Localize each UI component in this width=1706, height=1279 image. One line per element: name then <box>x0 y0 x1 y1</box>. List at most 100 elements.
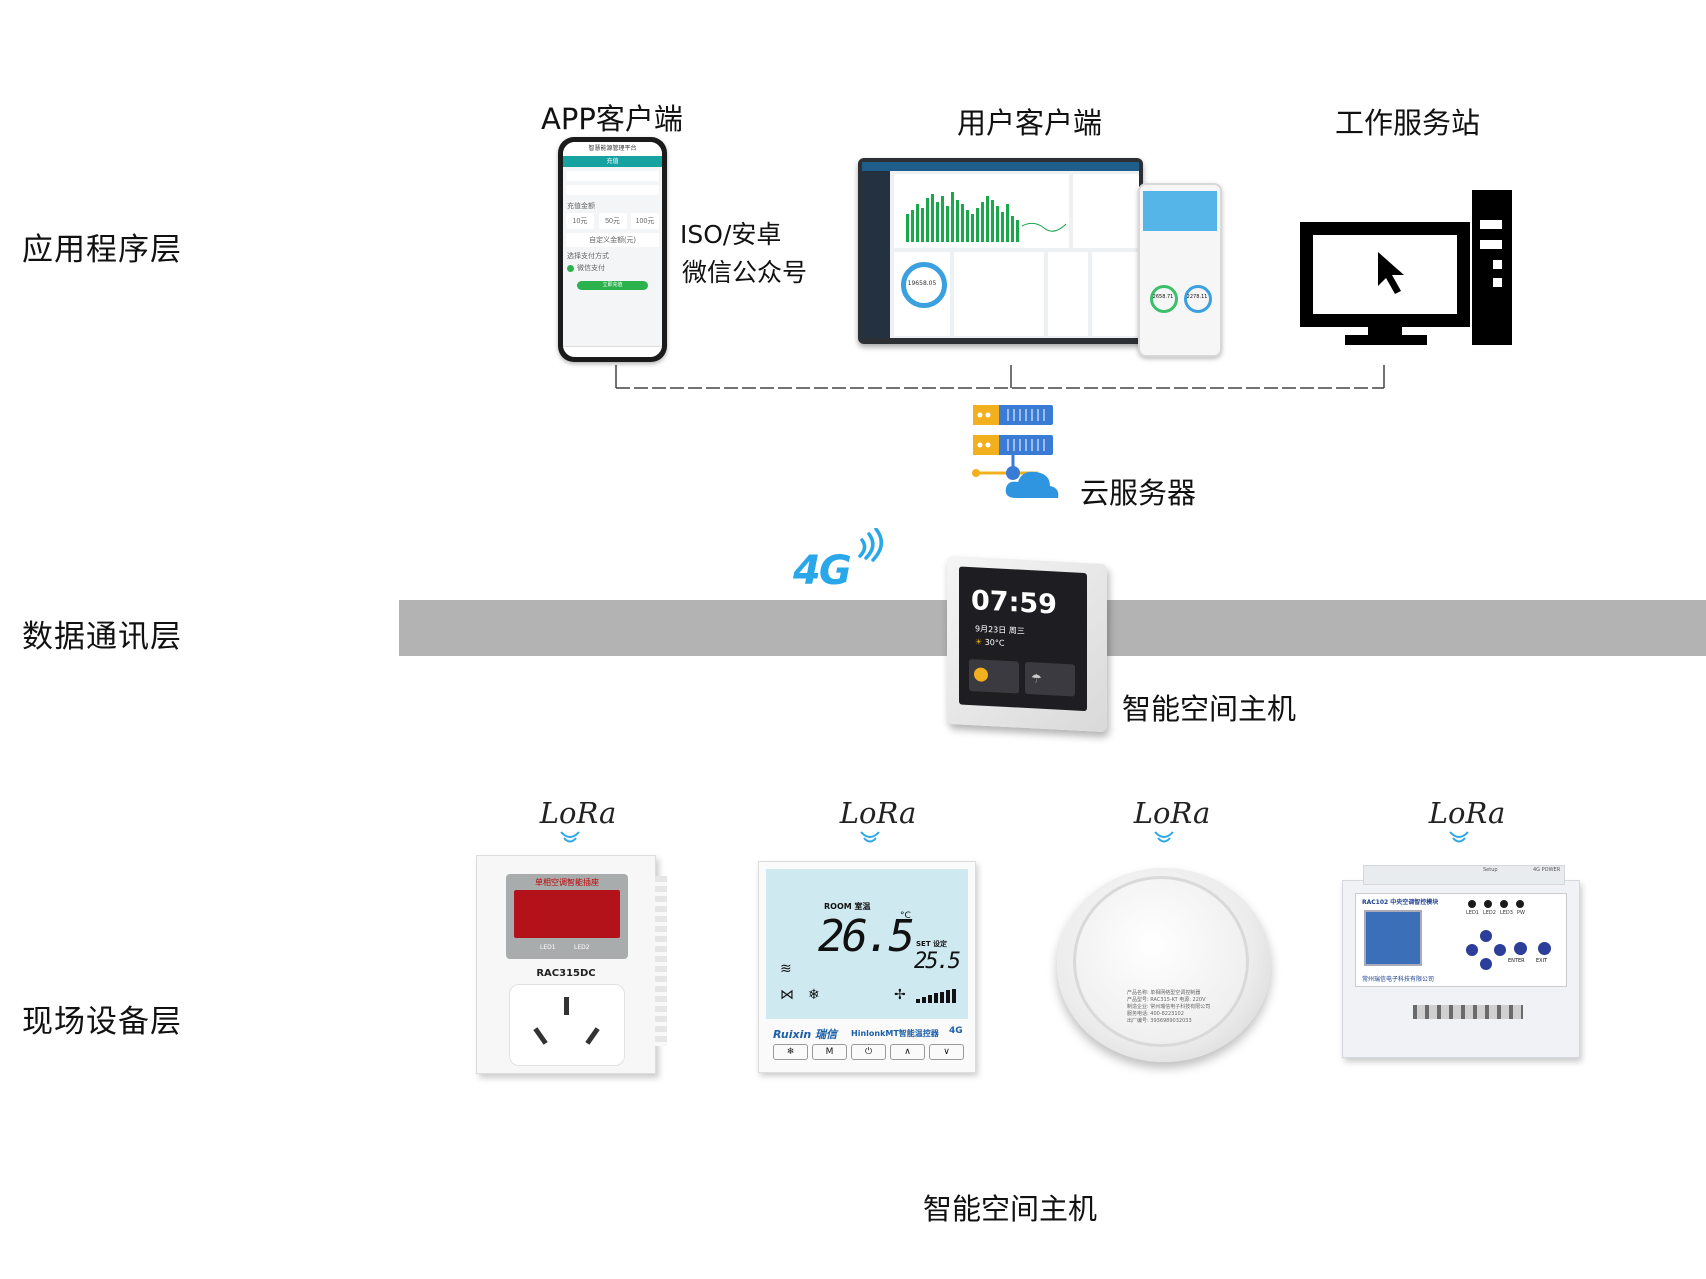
module-led-label: PW <box>1516 910 1525 916</box>
client-connector-lines <box>615 365 1385 389</box>
phone-amount-option[interactable]: 100元 <box>631 213 659 229</box>
thermostat-power-button[interactable]: ⏻ <box>851 1044 886 1060</box>
cloud-server-label: 云服务器 <box>1080 476 1197 510</box>
round-sensor: 产品名称: 单相网络型空调控制器 产品型号: RAC315-KT 电源: 220… <box>1057 868 1271 1062</box>
app-client-title: APP客户端 <box>541 102 683 136</box>
sensor-label-line: 制造企业: 常州瑞信电子科技有限公司 <box>1127 1004 1211 1010</box>
thermostat-product: HinlonkMT智能温控器 <box>851 1029 939 1038</box>
gauge-panel: 19658.05 <box>894 252 950 336</box>
lora-label: LoRa <box>839 796 917 830</box>
module-lcd <box>1364 910 1422 966</box>
host-date: 9月23日 周三 <box>975 624 1025 636</box>
socket-display <box>514 890 620 938</box>
lora-tag-sensor: LoRa <box>1127 796 1217 848</box>
thermostat-down-button[interactable]: ∨ <box>929 1044 964 1060</box>
module-key-left[interactable] <box>1466 944 1478 956</box>
tablet-gauge-value: 2278.11 <box>1186 294 1208 300</box>
thermostat-up-button[interactable]: ∧ <box>890 1044 925 1060</box>
tablet-gauge-value: 2658.71 <box>1152 294 1174 300</box>
module-exit-label: EXIT <box>1536 958 1548 964</box>
phone-screen: 智慧能源管理平台 充值 充值金额 10元 50元 100元 自定义金额(元) 选… <box>563 142 662 357</box>
workstation-title: 工作服务站 <box>1335 106 1481 140</box>
stats-panel <box>1073 174 1139 248</box>
module-power-label: 4G POWER <box>1533 867 1561 873</box>
app-channel-label: 微信公众号 <box>682 258 808 287</box>
module-key-up[interactable] <box>1480 930 1492 942</box>
socket-model: RAC315DC <box>536 968 596 979</box>
snowflake-icon: ❄ <box>808 987 820 1003</box>
host-label: 智能空间主机 <box>1122 692 1297 726</box>
field-devices-caption: 智能空间主机 <box>923 1192 1098 1226</box>
socket-title: 单相空调智能插座 <box>535 878 599 887</box>
set-temperature: 25.5 <box>914 949 961 974</box>
module-title: RAC102 中央空调智控模块 <box>1362 899 1439 906</box>
device-panel <box>1092 252 1139 336</box>
alarm-panel <box>1048 252 1088 336</box>
room-unit: °C <box>900 911 911 921</box>
desktop-dashboard: 19658.05 <box>858 158 1143 344</box>
sensor-label-line: 产品型号: RAC315-KT 电源: 220V <box>1127 997 1206 1003</box>
layer-label-communication: 数据通讯层 <box>22 619 182 655</box>
user-client-title: 用户客户端 <box>957 106 1103 140</box>
room-label: ROOM <box>824 902 852 911</box>
fan-speed-bars-icon <box>916 989 956 1003</box>
smart-thermostat: ROOM 室温 26.5 °C SET 设定 25.5 ≋ ⋈ ❄ ✢ Ruix… <box>758 861 976 1073</box>
sensor-label-line: 服务电话: 400-8223102 <box>1127 1011 1184 1017</box>
module-key-down[interactable] <box>1480 958 1492 970</box>
lora-wave-icon <box>1154 831 1174 843</box>
module-terminals <box>1413 1005 1523 1019</box>
wechat-icon <box>567 264 574 272</box>
phone-amount-option[interactable]: 50元 <box>598 213 627 229</box>
app-os-label: ISO/安卓 <box>680 220 782 249</box>
energy-bar-chart <box>906 192 1067 242</box>
host-temp: 30°C <box>984 637 1005 648</box>
din-rail-module: Setup 4G POWER RAC102 中央空调智控模块 LED1 LED2… <box>1342 865 1580 1058</box>
module-led-label: LED2 <box>1482 910 1496 916</box>
host-weather: ☀ 30°C <box>975 637 1004 648</box>
module-setup-label: Setup <box>1483 867 1498 873</box>
socket-led2: LED2 <box>574 944 590 951</box>
host-screen: 07:59 9月23日 周三 ☀ 30°C ☂ <box>959 566 1087 712</box>
energy-chart-panel <box>894 174 1069 248</box>
thermostat-fan-button[interactable]: ❄ <box>773 1044 808 1060</box>
phone-confirm-button[interactable]: 立即充值 <box>577 281 648 290</box>
module-exit-button[interactable] <box>1538 942 1551 955</box>
sun-icon: ☀ <box>975 637 983 647</box>
phone-pay-title: 选择支付方式 <box>567 253 609 260</box>
lora-wave-icon <box>860 831 880 843</box>
cloud-server-icon <box>972 405 1059 498</box>
smart-socket: 单相空调智能插座 LED1 LED2 RAC315DC <box>476 855 667 1074</box>
module-led-indicator <box>1468 900 1476 908</box>
module-enter-label: ENTER <box>1508 958 1525 964</box>
phone-custom-amount[interactable]: 自定义金额(元) <box>566 233 659 247</box>
thermostat-mode-button[interactable]: M <box>812 1044 847 1060</box>
thermostat-lcd: ROOM 室温 26.5 °C SET 设定 25.5 ≋ ⋈ ❄ ✢ <box>766 869 968 1019</box>
host-mode-icon[interactable] <box>974 667 988 682</box>
lora-label: LoRa <box>1133 796 1211 830</box>
dashboard-sidebar <box>862 171 890 338</box>
gauge-value: 19658.05 <box>907 280 937 287</box>
lora-wave-icon <box>1449 831 1469 843</box>
module-enter-button[interactable] <box>1514 942 1527 955</box>
set-label: SET <box>916 940 931 948</box>
module-led-indicator <box>1516 900 1524 908</box>
fan-icon: ✢ <box>894 987 906 1003</box>
layer-label-application: 应用程序层 <box>22 232 182 268</box>
lora-label: LoRa <box>539 796 617 830</box>
module-led-label: LED3 <box>1499 910 1513 916</box>
module-led-indicator <box>1484 900 1492 908</box>
thermostat-network: 4G <box>949 1026 963 1036</box>
workstation-icon <box>1300 190 1512 345</box>
module-led-indicator <box>1500 900 1508 908</box>
set-label-cn: 设定 <box>933 940 948 948</box>
module-key-right[interactable] <box>1494 944 1506 956</box>
module-company: 常州瑞信电子科技有限公司 <box>1362 976 1435 983</box>
phone-amount-option[interactable]: 10元 <box>566 213 594 229</box>
room-temperature: 26.5 <box>818 911 915 962</box>
smartphone: 智慧能源管理平台 充值 充值金额 10元 50元 100元 自定义金额(元) 选… <box>558 137 667 362</box>
sensor-label-line: 产品名称: 单相网络型空调控制器 <box>1127 990 1201 996</box>
valve-icon: ⋈ <box>780 987 794 1003</box>
phone-tab: 充值 <box>563 156 662 167</box>
layer-label-field: 现场设备层 <box>22 1004 182 1040</box>
host-scene-icon[interactable]: ☂ <box>1031 671 1042 686</box>
